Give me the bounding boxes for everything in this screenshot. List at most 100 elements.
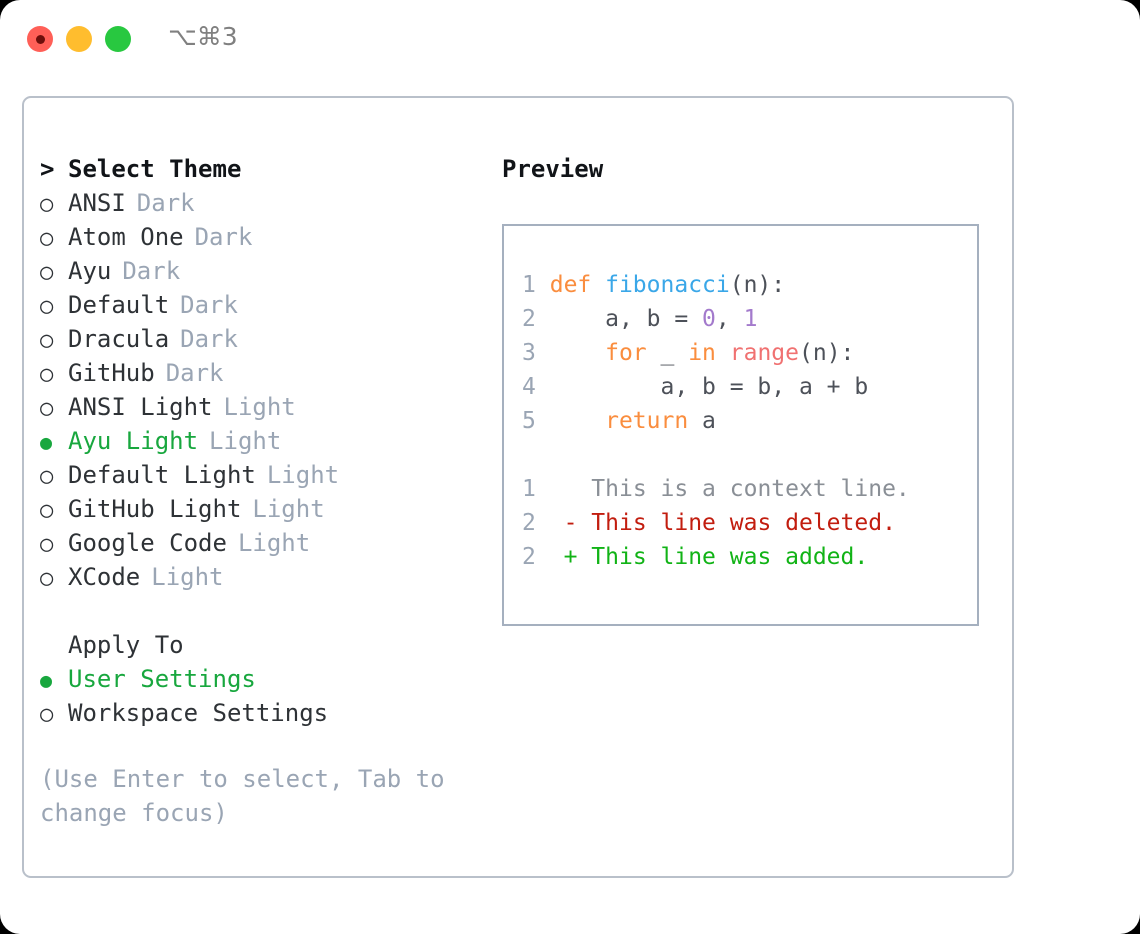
theme-list-item[interactable]: ○ Google Code Light: [40, 526, 480, 560]
diff-text: This line was deleted.: [591, 510, 896, 536]
theme-name: ANSI Light: [68, 393, 213, 421]
theme-name: Google Code: [68, 529, 227, 557]
radio-unselected-icon[interactable]: ○: [40, 396, 54, 421]
theme-name: Dracula: [68, 325, 170, 353]
minimize-button[interactable]: [66, 26, 92, 52]
radio-selected-icon[interactable]: ●: [40, 668, 53, 692]
theme-list-item[interactable]: ○ GitHub Light Light: [40, 492, 480, 526]
radio-unselected-icon[interactable]: ○: [40, 226, 54, 251]
theme-name: Ayu: [68, 257, 112, 285]
radio-selected-icon[interactable]: ●: [40, 430, 53, 454]
apply-to-heading: ○Apply To: [40, 628, 480, 662]
code-line: 3 for _ in range(n):: [522, 336, 977, 370]
radio-unselected-icon[interactable]: ○: [40, 294, 54, 319]
window-titlebar: ⌥⌘3: [0, 0, 1140, 78]
theme-kind-label: Light: [252, 495, 325, 523]
preview-gap: [522, 438, 977, 472]
diff-line: 2 - This line was deleted.: [522, 506, 977, 540]
shortcut-label: ⌥⌘3: [168, 22, 238, 51]
code-line: 2 a, b = 0, 1: [522, 302, 977, 336]
code-token: a: [688, 408, 716, 434]
theme-list-item[interactable]: ○ Dracula Dark: [40, 322, 480, 356]
code-token: def: [549, 272, 606, 298]
theme-name: GitHub Light: [68, 495, 242, 523]
code-line-number: 3: [522, 340, 536, 366]
diff-marker: -: [563, 510, 578, 536]
theme-name: Default: [68, 291, 170, 319]
radio-unselected-icon[interactable]: ○: [40, 702, 54, 727]
theme-list-item[interactable]: ○ Atom One Dark: [40, 220, 480, 254]
code-token: [550, 340, 605, 366]
close-button[interactable]: [27, 26, 53, 52]
diff-line-number: 2: [522, 544, 536, 570]
theme-name: XCode: [68, 563, 141, 591]
code-token: a, b =: [549, 306, 703, 332]
code-token: ,: [715, 306, 744, 332]
list-spacer: [40, 594, 480, 628]
diff-sample: 1 This is a context line.2 - This line w…: [522, 472, 977, 574]
code-token: return: [605, 408, 689, 434]
code-token: (n):: [729, 272, 786, 298]
code-token: [550, 408, 605, 434]
radio-unselected-icon[interactable]: ○: [40, 260, 54, 285]
code-token: 1: [743, 306, 758, 332]
diff-marker: [564, 476, 578, 502]
theme-name: GitHub: [68, 359, 155, 387]
diff-line-number: 2: [522, 510, 536, 536]
code-token: fibonacci: [605, 272, 730, 298]
page-title: Select Theme: [68, 155, 242, 183]
code-line: 1 def fibonacci(n):: [522, 268, 977, 302]
apply-to-item[interactable]: ● User Settings: [40, 662, 480, 696]
theme-name: Ayu Light: [68, 427, 199, 455]
apply-to-list: ● User Settings ○ Workspace Settings: [40, 662, 480, 730]
theme-kind-label: Dark: [180, 325, 238, 353]
diff-marker: +: [563, 544, 578, 570]
theme-kind-label: Dark: [194, 223, 253, 251]
code-line-number: 1: [522, 272, 536, 298]
theme-list-item[interactable]: ○ XCode Light: [40, 560, 480, 594]
radio-unselected-icon[interactable]: ○: [40, 362, 54, 387]
theme-kind-label: Light: [209, 427, 282, 455]
code-token: _: [646, 340, 689, 366]
theme-kind-label: Light: [151, 563, 224, 591]
maximize-button[interactable]: [105, 26, 131, 52]
diff-text: This is a context line.: [591, 476, 910, 502]
radio-unselected-icon[interactable]: ○: [40, 192, 54, 217]
code-token: range: [729, 340, 800, 366]
apply-to-label: User Settings: [68, 665, 256, 693]
theme-kind-label: Light: [266, 461, 340, 489]
apply-to-marker-placeholder: ○: [40, 630, 68, 664]
theme-list-item[interactable]: ● Ayu Light Light: [40, 424, 480, 458]
theme-name: Atom One: [68, 223, 184, 251]
traffic-lights: [27, 26, 131, 52]
code-line-number: 2: [522, 306, 536, 332]
radio-unselected-icon[interactable]: ○: [40, 328, 54, 353]
code-token: in: [688, 340, 716, 366]
preview-title: Preview: [502, 155, 604, 183]
radio-unselected-icon[interactable]: ○: [40, 566, 54, 591]
radio-unselected-icon[interactable]: ○: [40, 464, 54, 489]
code-token: for: [605, 340, 647, 366]
apply-to-item[interactable]: ○ Workspace Settings: [40, 696, 480, 730]
theme-kind-label: Light: [237, 529, 311, 557]
code-line: 5 return a: [522, 404, 977, 438]
code-token: a, b = b, a + b: [549, 374, 869, 400]
radio-unselected-icon[interactable]: ○: [40, 498, 54, 523]
code-line-number: 4: [522, 374, 536, 400]
radio-unselected-icon[interactable]: ○: [40, 532, 54, 557]
apply-to-label: Workspace Settings: [68, 699, 329, 727]
diff-line: 2 + This line was added.: [522, 540, 977, 574]
code-token: [716, 340, 730, 366]
code-line-number: 5: [522, 408, 536, 434]
code-line: 4 a, b = b, a + b: [522, 370, 977, 404]
